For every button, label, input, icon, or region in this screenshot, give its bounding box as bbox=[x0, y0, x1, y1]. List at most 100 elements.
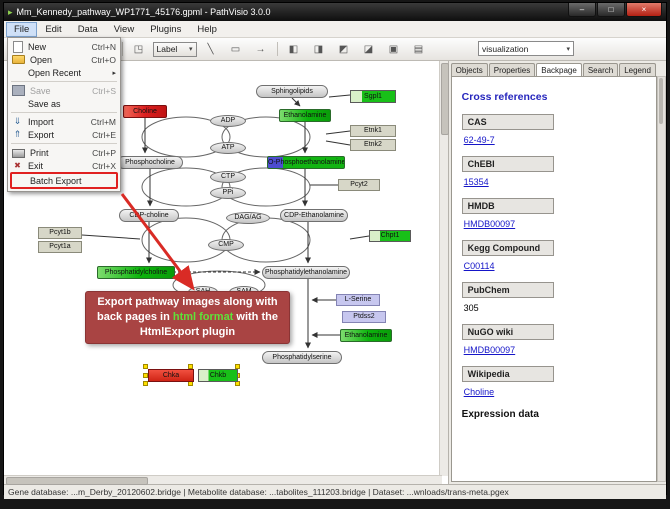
selection-handle[interactable] bbox=[143, 364, 148, 369]
zoom-fit-icon[interactable]: ◳ bbox=[133, 43, 144, 55]
pathway-node-cmp[interactable]: CMP bbox=[208, 239, 244, 251]
tab-legend[interactable]: Legend bbox=[619, 63, 656, 76]
save-disk-icon bbox=[12, 85, 25, 96]
xref-link[interactable]: 15354 bbox=[463, 177, 489, 187]
xref-link[interactable]: 62-49-7 bbox=[463, 135, 495, 145]
pathway-node-chpt1[interactable]: Chpt1 bbox=[369, 230, 411, 242]
line-tool-icon[interactable]: ╲ bbox=[207, 43, 214, 55]
xref-source-name: PubChem bbox=[461, 282, 554, 298]
pathway-node-chkb[interactable]: Chkb bbox=[198, 369, 238, 382]
file-menu-item-batch-export[interactable]: Batch Export bbox=[10, 172, 118, 189]
export-icon: ⇑ bbox=[13, 129, 22, 139]
pathway-node-pcyt1a[interactable]: Pcyt1a bbox=[38, 241, 82, 253]
align-horizontal-icon[interactable]: ◧ bbox=[288, 43, 299, 55]
pathway-node-ppi[interactable]: PPi bbox=[210, 187, 246, 199]
pathway-node-sgpl1[interactable]: Sgpl1 bbox=[350, 90, 396, 103]
label-tool[interactable]: Label ▾ bbox=[152, 41, 197, 57]
annotation-text: with the HtmlExport plugin bbox=[139, 311, 278, 338]
file-menu-item-save[interactable]: Save Ctrl+S bbox=[8, 84, 120, 97]
pathway-node-atp[interactable]: ATP bbox=[210, 142, 246, 154]
titlebar: ▸ Mm_Kennedy_pathway_WP1771_45176.gpml -… bbox=[4, 3, 666, 21]
pathway-node-phosphatidylserine[interactable]: Phosphatidylserine bbox=[262, 351, 342, 364]
menu-view[interactable]: View bbox=[113, 23, 135, 35]
xref-section-chebi: ChEBI 15354 bbox=[461, 154, 656, 187]
chevron-down-icon: ▾ bbox=[189, 46, 193, 53]
file-menu-item-exit[interactable]: ✖ Exit Ctrl+X bbox=[8, 159, 120, 172]
cross-references-heading: Cross references bbox=[461, 91, 548, 103]
menubar: File Edit Data View Plugins Help bbox=[4, 21, 666, 38]
tab-properties[interactable]: Properties bbox=[488, 63, 536, 76]
file-menu-item-export[interactable]: ⇑ Export Ctrl+E bbox=[13, 129, 116, 140]
pathway-node-ctp[interactable]: CTP bbox=[210, 171, 246, 183]
panel-scrollbar[interactable] bbox=[657, 76, 666, 482]
close-button[interactable]: × bbox=[626, 3, 662, 17]
pathway-node-phosphatidylcholine[interactable]: Phosphatidylcholine bbox=[97, 266, 175, 279]
pathway-node-chka[interactable]: Chka bbox=[148, 369, 194, 382]
menu-file[interactable]: File bbox=[6, 21, 38, 37]
selection-handle[interactable] bbox=[235, 364, 240, 369]
menu-edit[interactable]: Edit bbox=[45, 23, 62, 35]
scrollbar-thumb[interactable] bbox=[659, 78, 663, 124]
selection-handle[interactable] bbox=[143, 381, 148, 386]
align-top-icon[interactable]: ◩ bbox=[338, 43, 349, 55]
annotation-highlight: html format bbox=[172, 311, 234, 323]
maximize-button[interactable]: □ bbox=[597, 3, 625, 17]
xref-link[interactable]: C00114 bbox=[463, 261, 495, 271]
file-menu-item-new[interactable]: New Ctrl+N bbox=[8, 40, 120, 53]
file-menu-item-import[interactable]: ⇓ Import Ctrl+M bbox=[13, 116, 116, 127]
scrollbar-thumb[interactable] bbox=[440, 63, 449, 135]
file-menu-item-open-recent[interactable]: Open Recent ▸ bbox=[28, 67, 116, 78]
tab-search[interactable]: Search bbox=[582, 63, 619, 76]
pathway-node-pcyt1b[interactable]: Pcyt1b bbox=[38, 227, 82, 239]
window-controls: – □ × bbox=[567, 3, 662, 17]
selection-handle[interactable] bbox=[188, 364, 193, 369]
align-vertical-icon[interactable]: ◨ bbox=[313, 43, 324, 55]
pathvisio-window: ▸ Mm_Kennedy_pathway_WP1771_45176.gpml -… bbox=[3, 2, 667, 499]
canvas-vertical-scrollbar[interactable] bbox=[438, 61, 449, 476]
align-bottom-icon[interactable]: ◪ bbox=[363, 43, 374, 55]
pathway-node-o-phosphoethanolamine[interactable]: O-Phosphoethanolamine bbox=[267, 156, 345, 169]
tab-objects[interactable]: Objects bbox=[450, 63, 488, 76]
pathway-node-cdp-choline[interactable]: CDP-choline bbox=[119, 209, 179, 222]
file-menu-item-open[interactable]: Open Ctrl+O bbox=[8, 53, 120, 66]
distribute-icon[interactable]: ▣ bbox=[388, 43, 399, 55]
pathway-node-l-serine[interactable]: L-Serine bbox=[336, 294, 380, 306]
visualization-combo[interactable]: visualization ▾ bbox=[478, 41, 574, 56]
pathway-node-cdp-ethanolamine[interactable]: CDP-Ethanolamine bbox=[280, 209, 348, 222]
menu-help[interactable]: Help bbox=[197, 23, 217, 35]
xref-source-name: NuGO wiki bbox=[461, 324, 554, 340]
xref-source-name: HMDB bbox=[461, 198, 554, 214]
pathway-node-sphingolipids[interactable]: Sphingolipids bbox=[256, 85, 328, 98]
shape-tool-icon[interactable]: ▭ bbox=[230, 43, 241, 55]
menu-plugins[interactable]: Plugins bbox=[150, 23, 182, 35]
pathway-node-adp[interactable]: ADP bbox=[210, 115, 246, 127]
pathway-node-choline[interactable]: Choline bbox=[123, 105, 167, 118]
file-menu-item-save-as[interactable]: Save as bbox=[28, 98, 61, 109]
pathway-node-phosphocholine[interactable]: Phosphocholine bbox=[117, 156, 183, 169]
pathway-node-etnk1[interactable]: Etnk1 bbox=[350, 125, 396, 137]
tab-backpage[interactable]: Backpage bbox=[536, 63, 582, 76]
pathway-node-phosphatidylethanolamine[interactable]: Phosphatidylethanolamine bbox=[262, 266, 350, 279]
pathway-node-dag-ag[interactable]: DAG/AG bbox=[226, 212, 270, 224]
menu-data[interactable]: Data bbox=[77, 23, 98, 35]
minimize-button[interactable]: – bbox=[568, 3, 596, 17]
pathway-node-pcyt2[interactable]: Pcyt2 bbox=[338, 179, 380, 191]
file-menu-item-print[interactable]: Print Ctrl+P bbox=[8, 146, 120, 159]
stack-icon[interactable]: ▤ bbox=[413, 43, 424, 55]
pathway-node-etnk2[interactable]: Etnk2 bbox=[350, 139, 396, 151]
connector-tool-icon[interactable]: → bbox=[255, 43, 266, 55]
xref-link[interactable]: Choline bbox=[463, 387, 495, 397]
selection-handle[interactable] bbox=[143, 373, 148, 378]
xref-link[interactable]: HMDB00097 bbox=[463, 219, 516, 229]
xref-link[interactable]: HMDB00097 bbox=[463, 345, 516, 355]
pathway-node-ptdss2[interactable]: Ptdss2 bbox=[342, 311, 386, 323]
scrollbar-thumb[interactable] bbox=[6, 477, 148, 485]
pathway-node-ethanolamine[interactable]: Ethanolamine bbox=[340, 329, 392, 342]
window-title: Mm_Kennedy_pathway_WP1771_45176.gpml - P… bbox=[16, 7, 271, 17]
xref-source-name: CAS bbox=[461, 114, 554, 130]
pathway-node-ethanolamine[interactable]: Ethanolamine bbox=[279, 109, 331, 122]
canvas-horizontal-scrollbar[interactable] bbox=[4, 475, 442, 485]
menu-separator bbox=[11, 112, 117, 113]
